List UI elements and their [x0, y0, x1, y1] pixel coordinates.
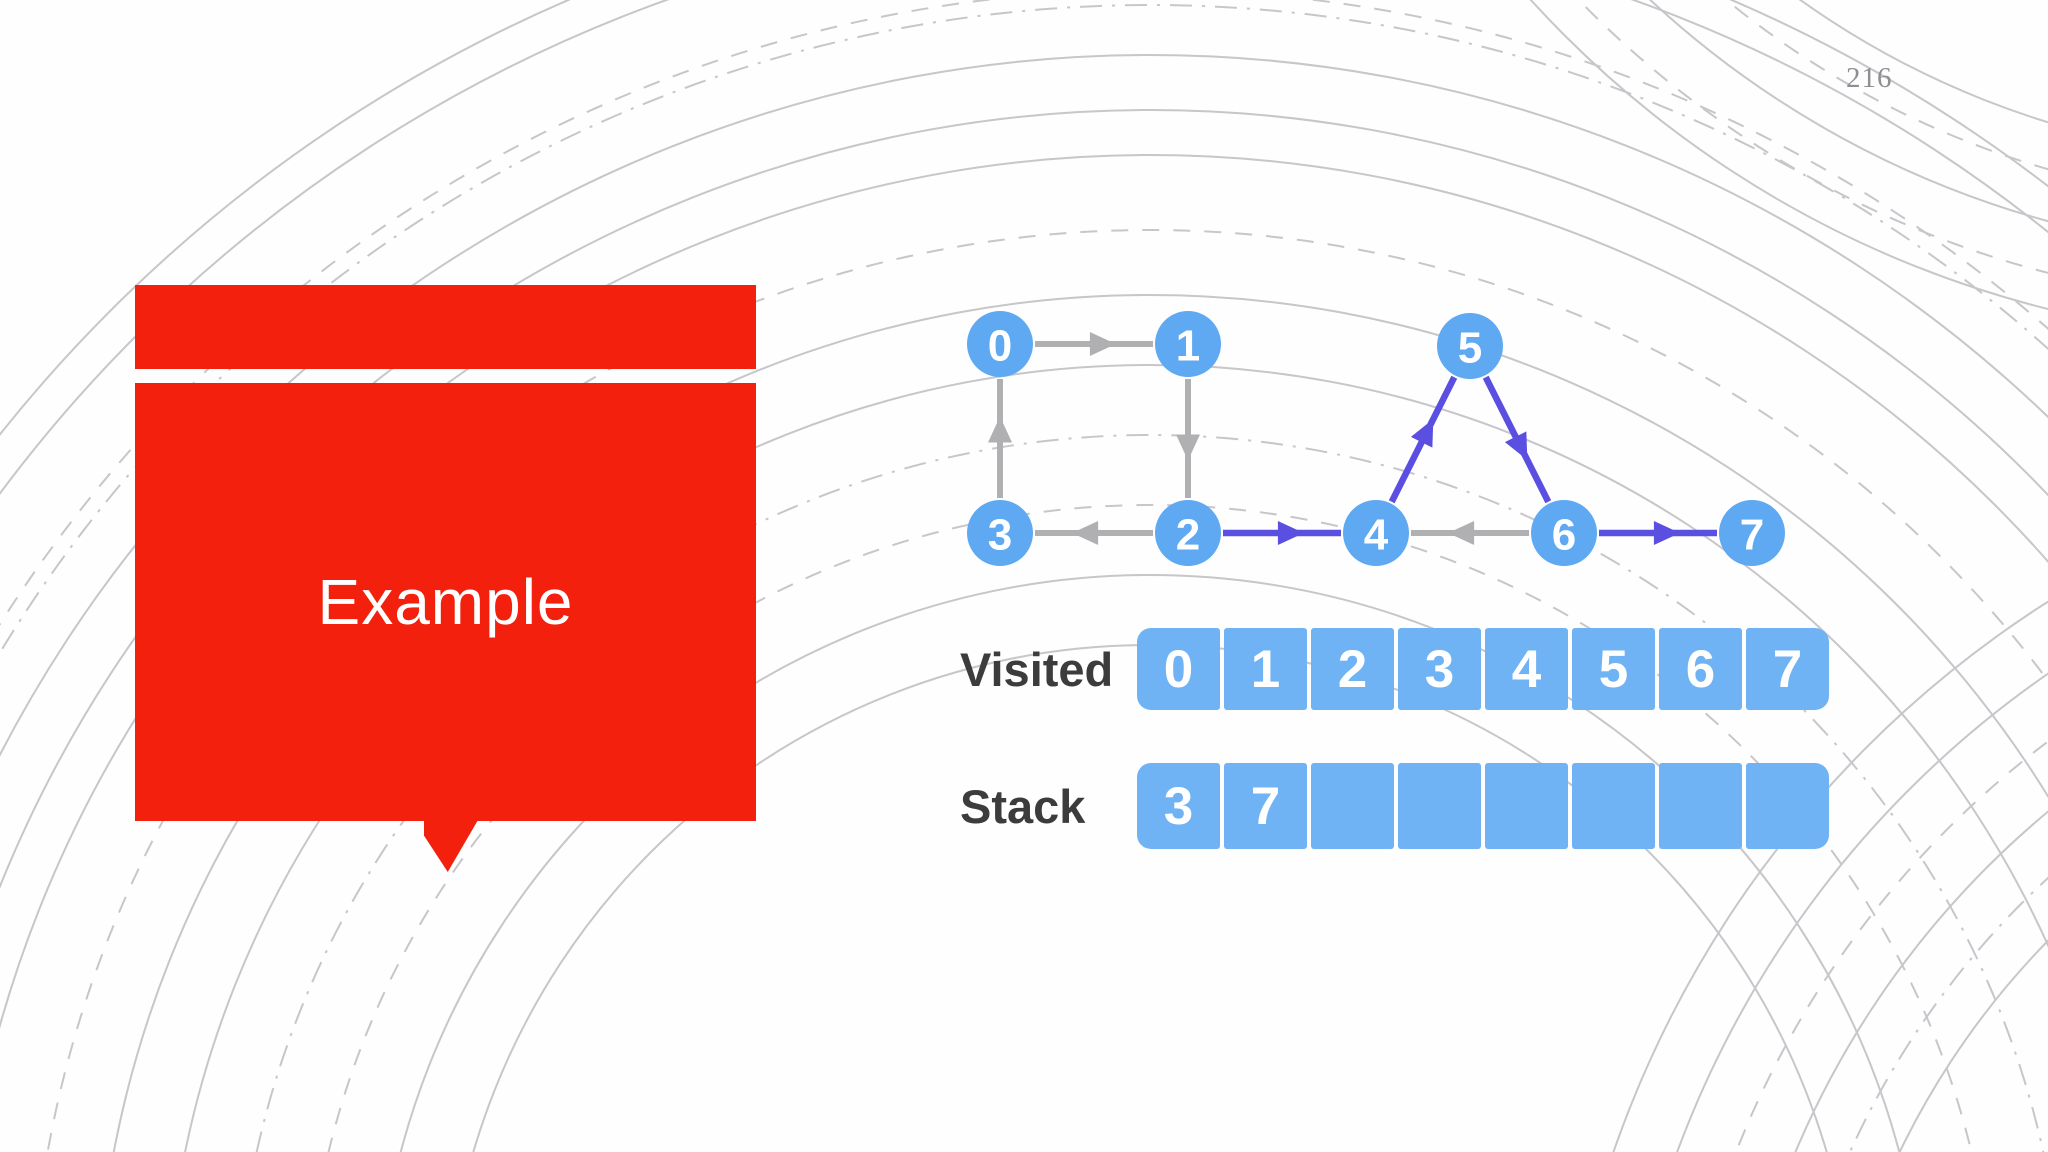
slide-title: Example: [317, 566, 574, 638]
graph-node-circle-4: [1343, 500, 1409, 566]
graph-node-4: 4: [1343, 500, 1409, 566]
graph-edge-arrowhead-3-0: [988, 416, 1012, 443]
graph-node-5: 5: [1437, 313, 1503, 379]
graph-node-1: 1: [1155, 311, 1221, 377]
visited-cell-1: 1: [1224, 628, 1307, 710]
background-arc: [46, 229, 2048, 1152]
graph-node-3: 3: [967, 500, 1033, 566]
stack-cell-1: 7: [1224, 763, 1307, 849]
graph-node-circle-0: [967, 311, 1033, 377]
background-arc: [0, 54, 2048, 758]
stack-cell-4: [1485, 763, 1568, 849]
background-arc: [184, 364, 2048, 1152]
visited-cell-3: 3: [1398, 628, 1481, 710]
callout-top-bar: [135, 285, 756, 369]
graph-node-circle-7: [1719, 500, 1785, 566]
background-arc: [113, 294, 2048, 1152]
graph-node-label-1: 1: [1176, 322, 1200, 371]
graph-node-circle-3: [967, 500, 1033, 566]
graph-node-label-7: 7: [1740, 511, 1764, 560]
background-arc: [0, 154, 2048, 1030]
visited-cell-5: 5: [1572, 628, 1655, 710]
graph-node-label-0: 0: [988, 322, 1012, 371]
graph-node-7: 7: [1719, 500, 1785, 566]
graph-edge-arrowhead-4-5: [1410, 418, 1434, 448]
background-arc: [0, 109, 2048, 890]
visited-cell-0: 0: [1137, 628, 1220, 710]
visited-label: Visited: [960, 642, 1114, 696]
graph-edge-arrowhead-1-2: [1176, 434, 1200, 461]
graph-node-6: 6: [1531, 500, 1597, 566]
stack-label: Stack: [960, 779, 1086, 833]
graph-edge-arrowhead-2-4: [1277, 521, 1304, 545]
background-arc: [327, 504, 1973, 1152]
graph-node-label-2: 2: [1176, 511, 1200, 560]
stack-cell-5: [1572, 763, 1655, 849]
graph-edge-arrowhead-6-7: [1653, 521, 1680, 545]
graph-edge-arrowhead-0-1: [1089, 332, 1116, 356]
page-number: 216: [1846, 62, 1893, 94]
graph-node-label-5: 5: [1458, 324, 1482, 373]
graph-node-label-6: 6: [1552, 511, 1576, 560]
stack-cell-3: [1398, 763, 1481, 849]
graph-edge-arrowhead-6-4: [1448, 521, 1475, 545]
graph-edge-arrowhead-5-6: [1504, 431, 1528, 461]
background-arc: [1849, 876, 2048, 1152]
visited-cell-2: 2: [1311, 628, 1394, 710]
background-arc: [399, 574, 1901, 1152]
graph-node-circle-2: [1155, 500, 1221, 566]
callout-body: Example: [135, 383, 756, 821]
graph-node-circle-5: [1437, 313, 1503, 379]
graph-node-label-3: 3: [988, 511, 1012, 560]
background-arc: [1725, 0, 2048, 171]
graph-node-label-4: 4: [1364, 511, 1389, 560]
stack-cell-0: 3: [1137, 763, 1220, 849]
graph-node-circle-6: [1531, 500, 1597, 566]
graph-node-0: 0: [967, 311, 1033, 377]
stack-cell-6: [1659, 763, 1742, 849]
graph-node-circle-1: [1155, 311, 1221, 377]
graph-edge-arrowhead-2-3: [1072, 521, 1099, 545]
graph-node-2: 2: [1155, 500, 1221, 566]
visited-cell-7: 7: [1746, 628, 1829, 710]
visited-cell-6: 6: [1659, 628, 1742, 710]
background-arc: [1577, 0, 2048, 274]
stack-cell-2: [1311, 763, 1394, 849]
background-arc: [1798, 0, 2048, 124]
stack-cell-7: [1746, 763, 1829, 849]
visited-cell-4: 4: [1485, 628, 1568, 710]
graph-diagram: 0 1 5 3 2 4 6 7: [967, 311, 1785, 566]
